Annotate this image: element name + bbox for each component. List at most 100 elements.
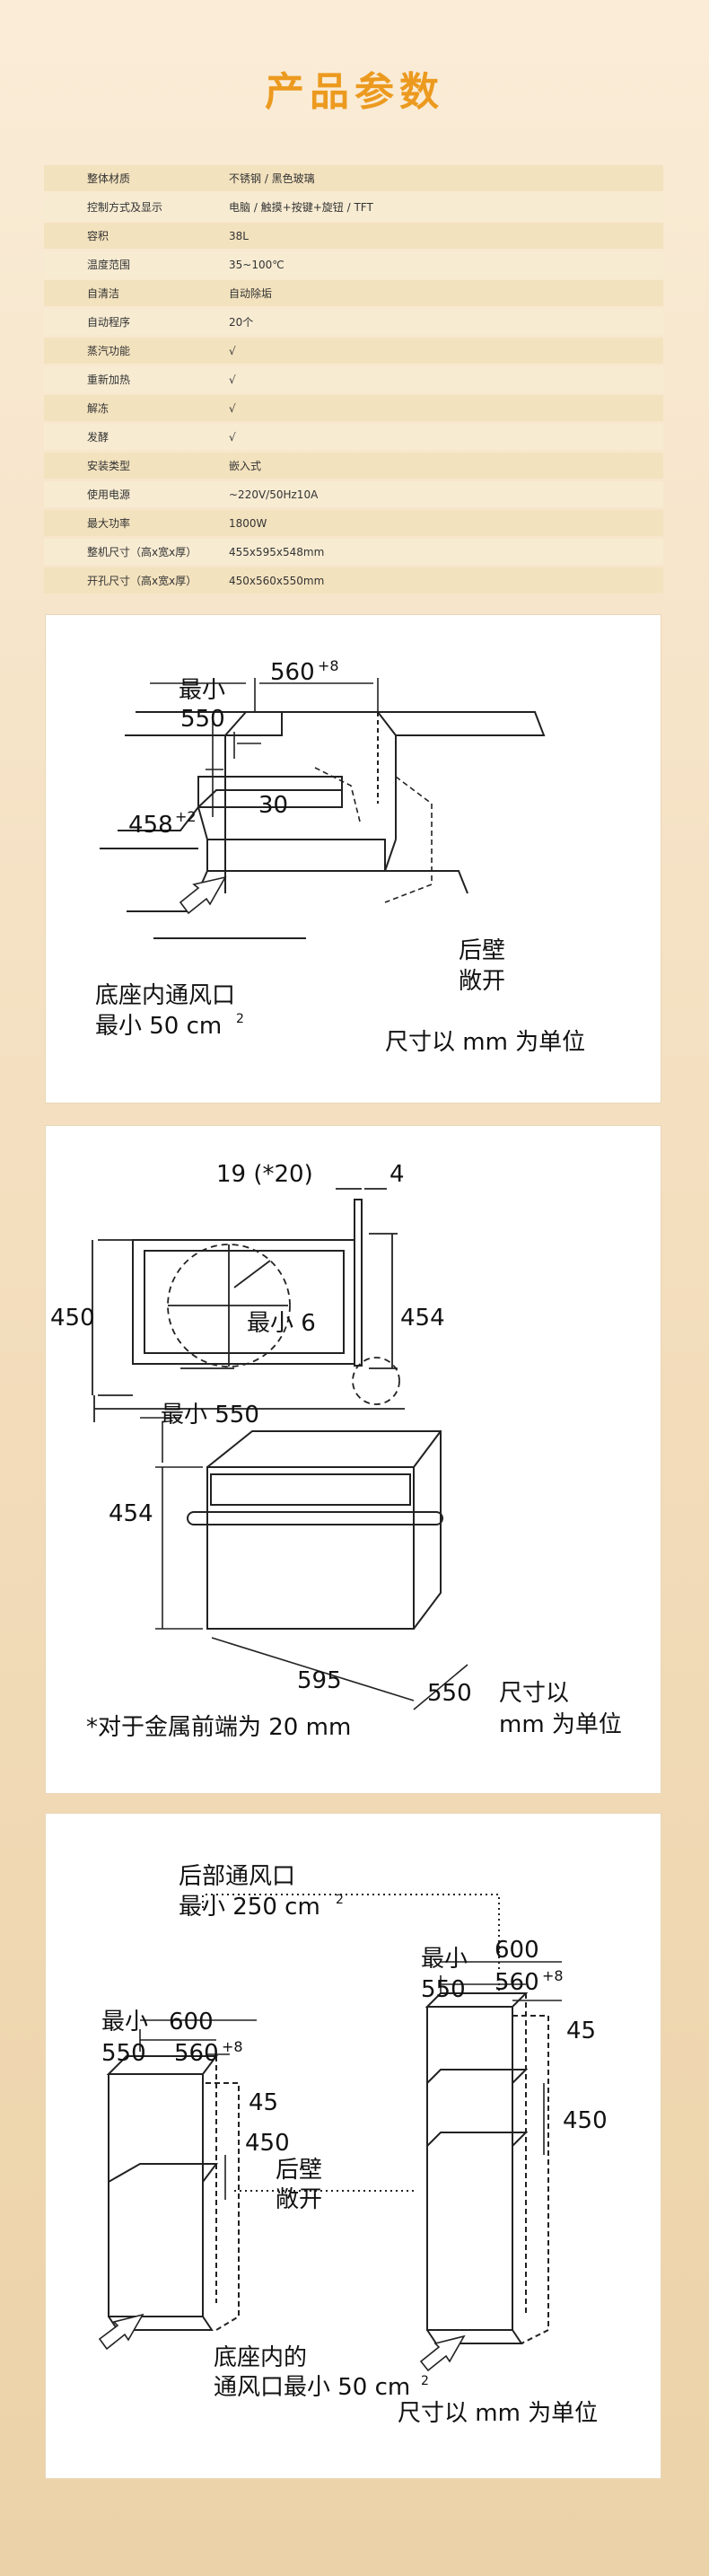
- installation-diagram-panel-1: 最小 550 560 +8 458 +2 30 后壁 敞开 底座内通风口 最小 …: [45, 614, 661, 1103]
- spec-value: √: [229, 401, 236, 415]
- spec-label: 使用电源: [87, 488, 131, 501]
- vent-label-line1: 底座内通风口: [95, 982, 235, 1009]
- left-min-label: 最小: [101, 2009, 148, 2035]
- spec-value: ~220V/50Hz10A: [229, 488, 319, 501]
- rear-vent-path: [202, 1894, 500, 1993]
- spec-label: 自清洁: [87, 287, 120, 300]
- unit-note: 尺寸以 mm 为单位: [385, 1029, 585, 1056]
- spec-label: 重新加热: [87, 374, 131, 386]
- right-dim-600: 600: [495, 1937, 539, 1964]
- dim-458-tol: +2: [175, 808, 197, 825]
- spec-row: 容积 38L: [44, 223, 663, 249]
- right-dim-450: 450: [563, 2107, 608, 2134]
- right-dim-45: 45: [566, 2018, 596, 2044]
- spec-label: 开孔尺寸（高x宽x厚）: [87, 575, 197, 587]
- rear-vent-sup: 2: [336, 1893, 344, 1907]
- spec-label: 容积: [87, 230, 109, 242]
- left-dim-560-tol: +8: [222, 2038, 243, 2055]
- oven-handle: [187, 1511, 443, 1525]
- dim-595: 595: [297, 1667, 342, 1694]
- left-dim-450: 450: [245, 2130, 290, 2157]
- rear-wall-open-label: 敞开: [276, 2186, 322, 2213]
- spec-table: 整体材质 不锈钢 / 黑色玻璃 控制方式及显示 电脑 / 触摸+按键+旋钮 / TF…: [44, 165, 663, 596]
- dim-30: 30: [258, 792, 288, 819]
- spec-row: 整体材质 不锈钢 / 黑色玻璃: [44, 165, 663, 191]
- right-min-label: 最小: [421, 1946, 468, 1973]
- spec-label: 蒸汽功能: [87, 345, 131, 357]
- dim-450: 450: [50, 1305, 95, 1332]
- left-dim-45: 45: [249, 2089, 278, 2116]
- spec-label: 整体材质: [87, 172, 131, 185]
- rear-wall-open-label: 敞开: [459, 968, 505, 995]
- spec-row: 解冻√: [44, 395, 663, 421]
- installation-diagram-panel-3: 后部通风口 最小 250 cm 2 最小 550 600 560 +8 45 4…: [45, 1813, 661, 2479]
- page-title: 产品参数: [265, 69, 444, 115]
- spec-row: 自清洁自动除垢: [44, 280, 663, 306]
- dim-550-depth: 550: [427, 1680, 472, 1707]
- rear-wall-label: 后壁: [459, 937, 505, 964]
- left-dim-600: 600: [169, 2009, 214, 2035]
- base-vent-sup: 2: [421, 2374, 429, 2388]
- oven-base-panel: [206, 839, 386, 872]
- spec-label: 发酵: [87, 431, 109, 444]
- door-swing-circle: [167, 1244, 291, 1367]
- installation-diagram-panel-2: 19 (*20) 4 450 454 最小 6 最小 550 454 595 5…: [45, 1125, 661, 1794]
- base-vent-label-line2: 通风口最小 50 cm: [214, 2374, 410, 2401]
- spec-value: 455x595x548mm: [229, 545, 325, 558]
- unit-note: 尺寸以 mm 为单位: [398, 2400, 598, 2427]
- rear-vent-label-line1: 后部通风口: [179, 1863, 295, 1890]
- spec-value: √: [229, 430, 236, 444]
- left-cabinet: [106, 2055, 240, 2331]
- spec-label: 温度范围: [87, 259, 131, 271]
- left-dim-550: 550: [101, 2040, 146, 2067]
- spec-row: 发酵 √: [44, 424, 663, 450]
- vent-arrow-icon-right: [419, 2334, 466, 2372]
- right-dim-550: 550: [421, 1976, 466, 2003]
- spec-value: 20个: [229, 316, 254, 329]
- right-dim-560-tol: +8: [542, 1967, 564, 1984]
- cabinet-left-top: [125, 711, 283, 736]
- unit-note-line1: 尺寸以: [499, 1680, 569, 1707]
- spec-label: 整机尺寸（高x宽x厚）: [87, 546, 197, 558]
- dim-560: 560: [270, 659, 315, 686]
- dim-454-front: 454: [109, 1500, 153, 1527]
- spec-row: 蒸汽功能 √: [44, 338, 663, 364]
- spec-value: √: [229, 344, 236, 357]
- dim-4: 4: [390, 1161, 405, 1188]
- spec-row: 温度范围 35~100℃: [44, 251, 663, 277]
- spec-row: 整机尺寸（高x宽x厚） 455x595x548mm: [44, 539, 663, 565]
- spec-value: 35~100℃: [229, 258, 284, 271]
- spec-value: 1800W: [229, 516, 267, 530]
- right-dim-560: 560: [495, 1969, 539, 1996]
- spec-value: √: [229, 373, 236, 386]
- oven-front-outline: [206, 1466, 415, 1630]
- spec-value: 嵌入式: [229, 460, 262, 472]
- spec-value: 450x560x550mm: [229, 574, 325, 587]
- spec-value: 不锈钢 / 黑色玻璃: [229, 172, 315, 185]
- dim-19: 19 (*20): [216, 1161, 313, 1188]
- right-cabinet: [425, 1992, 549, 2344]
- spec-row: 控制方式及显示 电脑 / 触摸+按键+旋钮 / TFT: [44, 194, 663, 220]
- min-label: 最小: [179, 677, 225, 704]
- min-550: 最小 550: [161, 1402, 259, 1429]
- rear-wall-dashed: [384, 776, 433, 903]
- niche-dimension-diagram: 最小 550 560 +8 458 +2 30 后壁 敞开 底座内通风口 最小 …: [95, 657, 585, 1056]
- vent-arrow-icon: [98, 2313, 144, 2351]
- spec-label: 最大功率: [87, 517, 131, 530]
- tall-cabinet-diagram: 后部通风口 最小 250 cm 2 最小 550 600 560 +8 45 4…: [98, 1863, 608, 2427]
- dim-560-tol: +8: [318, 657, 339, 674]
- spec-label: 自动程序: [87, 316, 131, 329]
- spec-row: 使用电源 ~220V/50Hz10A: [44, 481, 663, 507]
- rear-wall-label: 后壁: [276, 2157, 322, 2184]
- spec-row: 自动程序 20个: [44, 309, 663, 335]
- vent-arrow-icon: [179, 875, 227, 915]
- vent-label-line2: 最小 50 cm: [95, 1013, 222, 1040]
- min-6: 最小 6: [247, 1310, 316, 1337]
- dim-550: 550: [180, 706, 225, 733]
- oven-side-outline: [132, 1239, 355, 1365]
- spec-label: 控制方式及显示: [87, 201, 163, 214]
- spec-value: 电脑 / 触摸+按键+旋钮 / TFT: [229, 201, 373, 214]
- spec-value: 38L: [229, 229, 249, 242]
- spec-row: 开孔尺寸（高x宽x厚） 450x560x550mm: [44, 567, 663, 593]
- spec-label: 安装类型: [87, 460, 131, 472]
